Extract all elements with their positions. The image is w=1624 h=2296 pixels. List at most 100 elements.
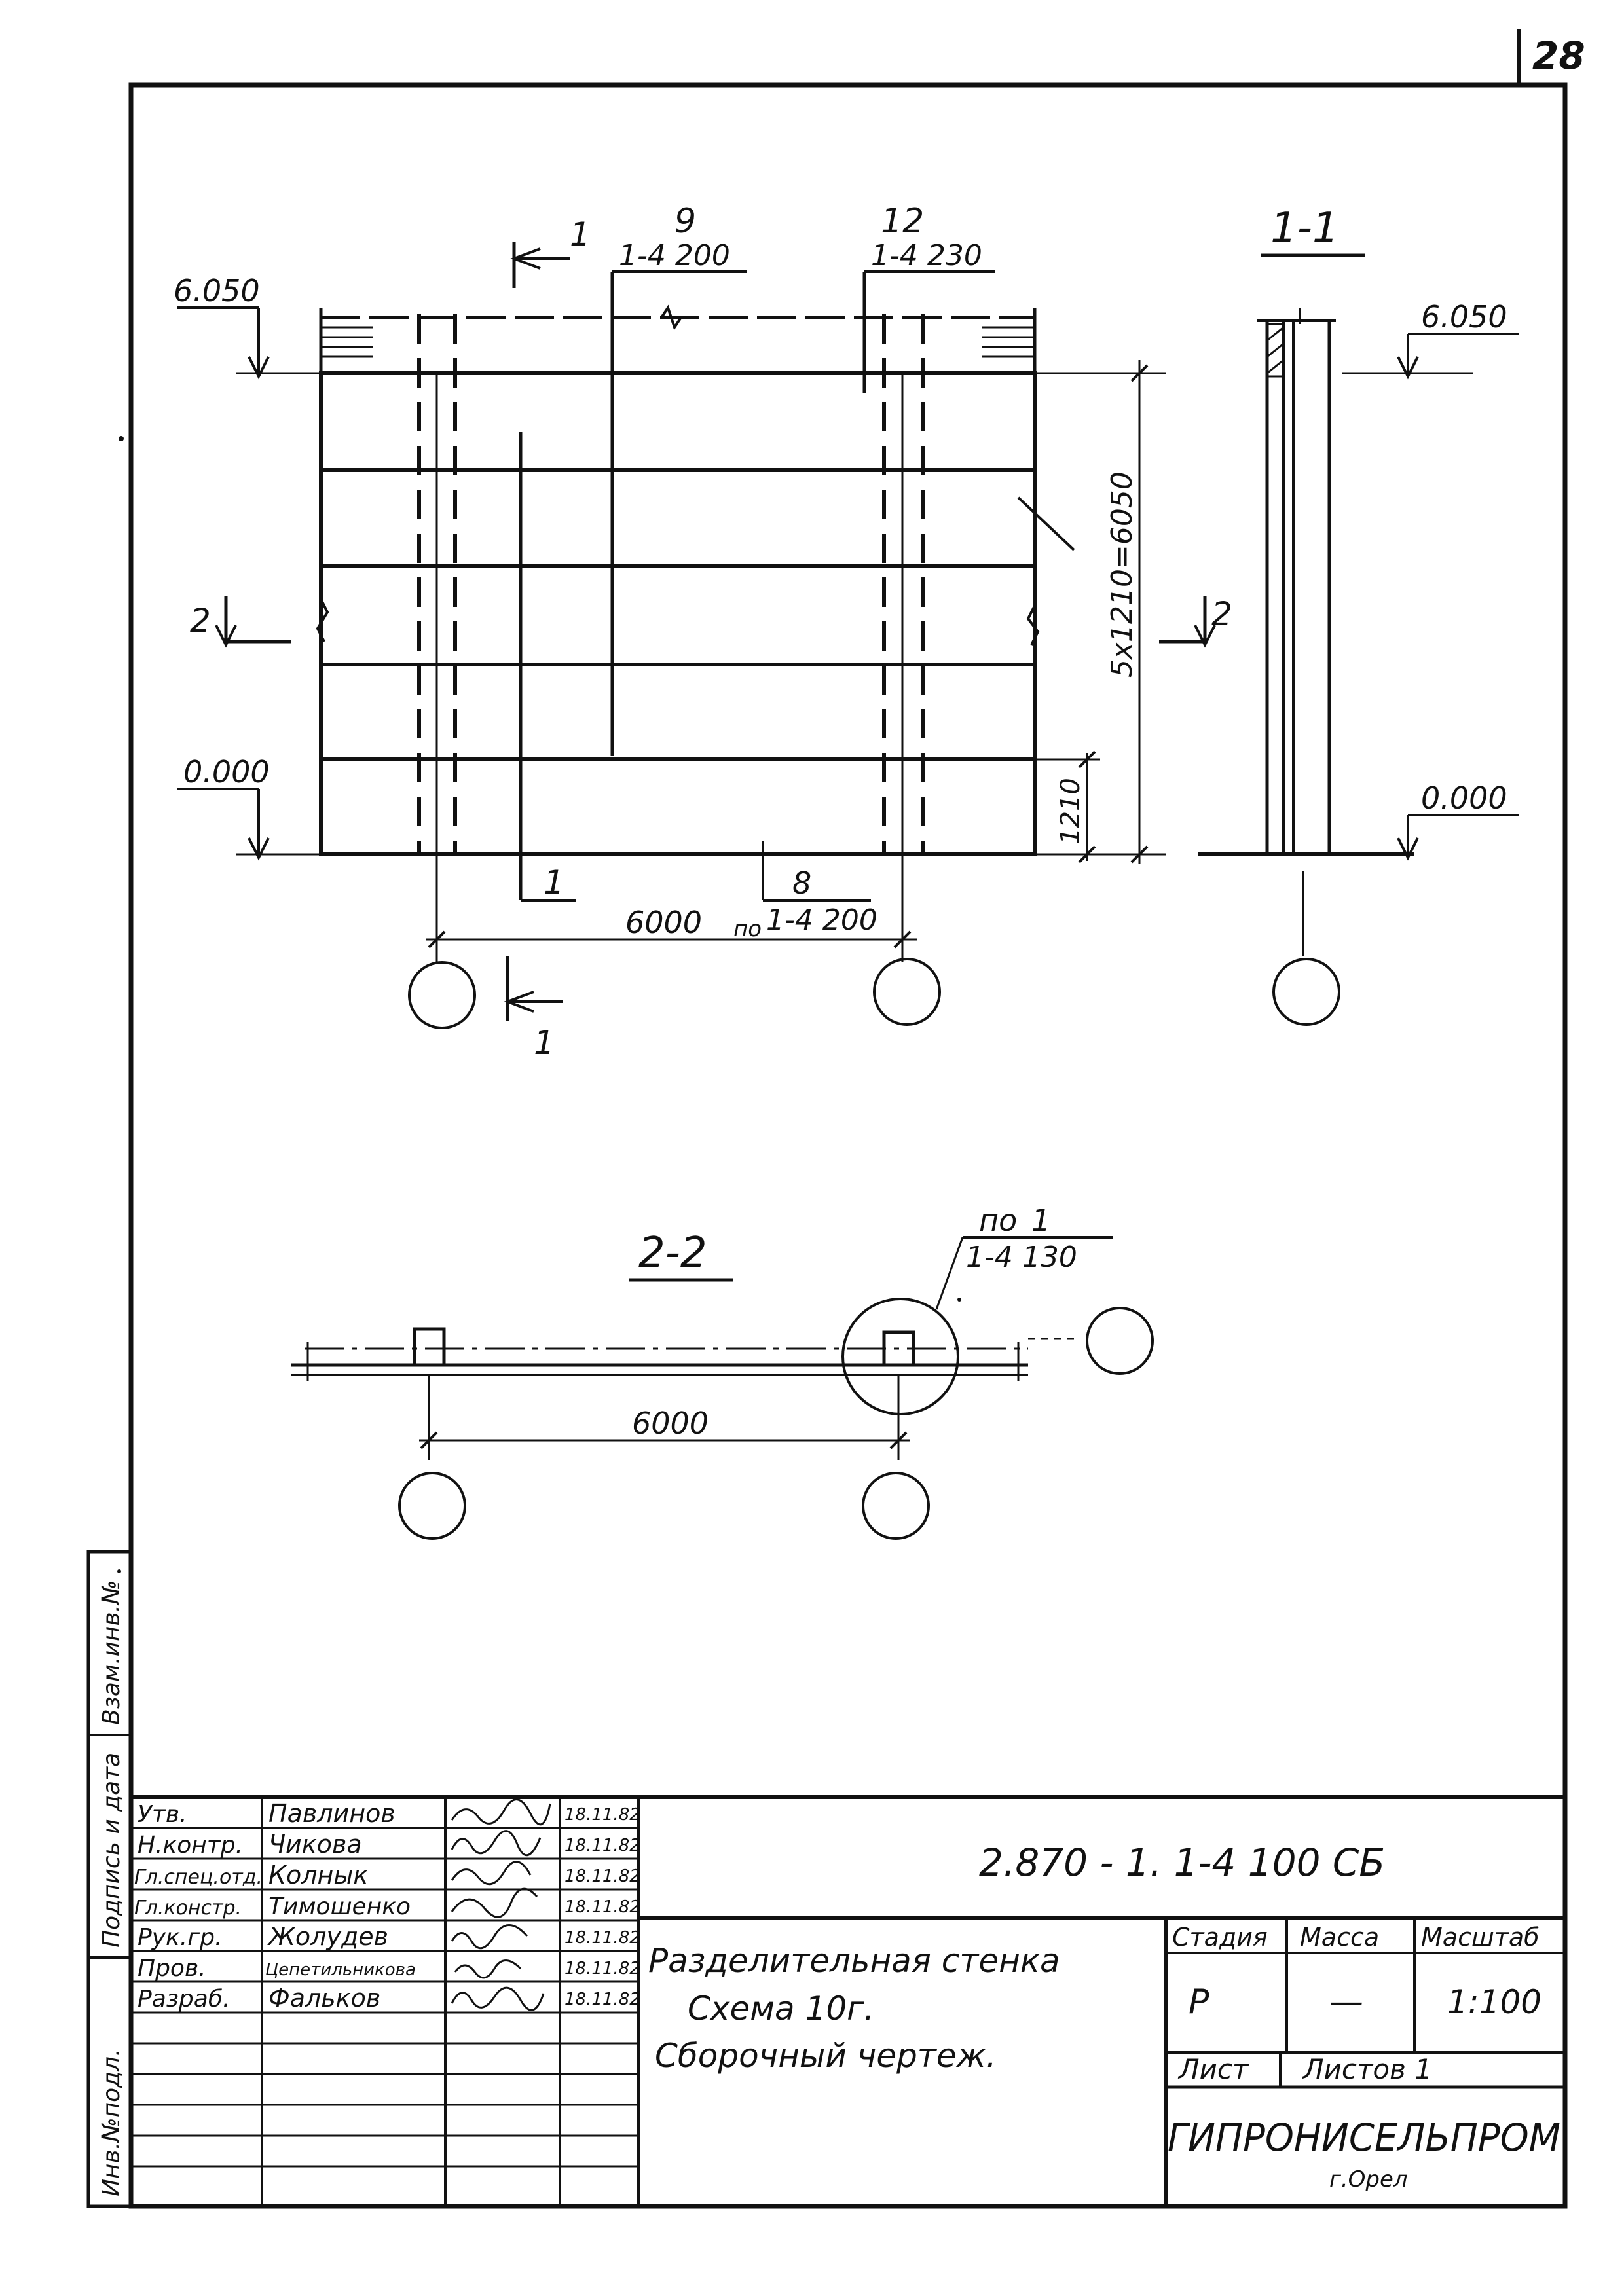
side-stamp: Инв.№подл. Подпись и дата Взам.инв.№ — [86, 1550, 133, 2208]
signature-role: Рук.гр. — [138, 1924, 222, 1951]
mark-12-ref: 1-4 230 — [871, 239, 982, 272]
side-stamp-signature-date: Подпись и дата — [98, 1753, 125, 1948]
header-mass: Масса — [1300, 1923, 1379, 1952]
column-plan-left — [413, 1327, 446, 1367]
section-2-label-left: 2 — [190, 602, 211, 640]
span-dimension-label: 6000 — [625, 905, 702, 940]
signature-role: Разраб. — [138, 1986, 230, 2013]
header-scale: Масштаб — [1421, 1923, 1540, 1952]
page-number-corner: 28 — [1517, 29, 1585, 85]
handwritten-signature — [451, 1924, 528, 1950]
mark-8-number: 8 — [792, 866, 811, 901]
hatch-left — [322, 326, 373, 358]
section-1-1-level-bottom-label: 0.000 — [1421, 780, 1507, 816]
sheets-count: Листов 1 — [1302, 2053, 1432, 2085]
level-top-marker: 6.050 — [174, 273, 1153, 380]
axis-bubble — [873, 958, 941, 1026]
wall-panel-outline — [319, 371, 1037, 856]
sheet-label: Лист — [1177, 2053, 1249, 2085]
value-mass: — — [1329, 1982, 1363, 2022]
scan-speck — [117, 1569, 121, 1573]
signature-row-developed: Разраб. Фальков 18.11.82 — [138, 1984, 640, 2013]
axis-bubble-plan — [1086, 1307, 1154, 1375]
signature-role: Гл.констр. — [134, 1897, 242, 1920]
document-code: 2.870 - 1. 1-4 100 СБ — [979, 1840, 1385, 1885]
callout-number: 1 — [1031, 1203, 1050, 1238]
section-1-1-view: 1-1 6.050 0.000 — [1198, 204, 1519, 1026]
level-bottom-marker: 0.000 — [177, 754, 321, 861]
signature-date: 18.11.82 — [564, 1959, 640, 1978]
organization-name: ГИПРОНИСЕЛЬПРОМ — [1168, 2115, 1560, 2160]
level-top-label: 6.050 — [174, 273, 260, 308]
hatch-right — [982, 326, 1033, 358]
signature-row-checked: Пров. Цепетильникова 18.11.82 — [138, 1955, 640, 1982]
description-line-1: Разделительная стенка — [648, 1942, 1060, 1980]
axis-bubble-1-1 — [1272, 958, 1340, 1026]
mark-1-label: 1 — [544, 864, 564, 902]
signature-name: Цепетильникова — [265, 1960, 416, 1980]
signature-role: Гл.спец.отд. — [134, 1866, 263, 1889]
side-stamp-inventory: Инв.№подл. — [98, 2049, 125, 2196]
height-dimension: 5x1210=6050 1210 — [1035, 360, 1166, 864]
mark-9-number: 9 — [674, 202, 696, 241]
section-2-2-title: 2-2 — [638, 1229, 707, 1277]
handwritten-signature — [451, 1861, 532, 1886]
section-1-1-level-top-label: 6.050 — [1421, 299, 1507, 335]
scan-speck — [957, 1298, 961, 1302]
column-right — [882, 314, 925, 854]
signature-date: 18.11.82 — [564, 1867, 640, 1886]
value-scale: 1:100 — [1447, 1983, 1541, 2021]
section-1-1-level-bottom: 0.000 — [1397, 780, 1519, 861]
signature-row-chief-designer: Гл.констр. Тимошенко 18.11.82 — [134, 1887, 640, 1920]
drawing-frame — [128, 82, 1568, 2209]
section-2-cut-left: 2 — [190, 596, 291, 648]
section-2-cut-right: 2 — [1159, 595, 1232, 648]
handwritten-signature — [451, 1887, 538, 1918]
organization-city: г.Орел — [1329, 2166, 1408, 2193]
handwritten-signature — [451, 1830, 542, 1857]
axis-bubble — [398, 1472, 466, 1540]
signature-row-norm-control: Н.контр. Чикова 18.11.82 — [138, 1830, 640, 1859]
section-1-cut-top: 1 — [510, 215, 591, 288]
section-2-label-right: 2 — [1211, 595, 1232, 633]
signature-role: Н.контр. — [138, 1832, 243, 1859]
handwritten-signature — [451, 1798, 551, 1826]
signature-date: 18.11.82 — [564, 1805, 640, 1825]
signature-name: Тимошенко — [268, 1893, 411, 1920]
section-1-cut-bottom: 1 — [504, 956, 563, 1062]
height-dimension-label: 5x1210=6050 — [1105, 471, 1139, 678]
signature-role: Утв. — [138, 1801, 187, 1828]
signature-row-group-lead: Рук.гр. Жолудев 18.11.82 — [138, 1922, 640, 1951]
mark-8-prefix: по — [733, 916, 762, 942]
handwritten-signature — [451, 1986, 545, 2011]
level-bottom-label: 0.000 — [183, 754, 270, 790]
signature-date: 18.11.82 — [564, 1990, 640, 2009]
column-plan-right — [882, 1330, 915, 1367]
signature-row-chief-specialist: Гл.спец.отд. Колнык 18.11.82 — [134, 1861, 640, 1889]
header-stage: Стадия — [1172, 1923, 1268, 1952]
callout-prefix: по — [979, 1203, 1017, 1238]
side-stamp-replacement: Взам.инв.№ — [98, 1580, 125, 1725]
mark-8-ref: 1-4 200 — [766, 903, 877, 937]
panel-dimension-label: 1210 — [1056, 778, 1086, 845]
section-2-2-dimension-label: 6000 — [632, 1406, 709, 1441]
title-block: Утв. Павлинов 18.11.82 Н.контр. Чикова 1… — [131, 1795, 1565, 2206]
section-1-label-bottom: 1 — [534, 1024, 555, 1062]
callout-ref: 1-4 130 — [966, 1241, 1077, 1274]
section-1-1-title: 1-1 — [1270, 204, 1339, 253]
signature-date: 18.11.82 — [564, 1928, 640, 1948]
signature-date: 18.11.82 — [564, 1836, 640, 1855]
mark-12-number: 12 — [881, 202, 924, 241]
signature-row-approved: Утв. Павлинов 18.11.82 — [138, 1798, 640, 1828]
signature-name: Колнык — [268, 1861, 368, 1889]
axis-bubble — [408, 961, 476, 1029]
signature-role: Пров. — [138, 1955, 206, 1982]
scan-speck — [119, 436, 124, 441]
section-1-label-top: 1 — [570, 215, 591, 253]
signature-name: Павлинов — [268, 1799, 396, 1828]
handwritten-signature — [454, 1959, 522, 1979]
elevation-view: 9 1-4 200 12 1-4 230 1 по 8 1-4 200 6.05… — [174, 202, 1232, 1062]
signature-name: Фальков — [268, 1984, 380, 2013]
signature-name: Чикова — [268, 1830, 362, 1859]
